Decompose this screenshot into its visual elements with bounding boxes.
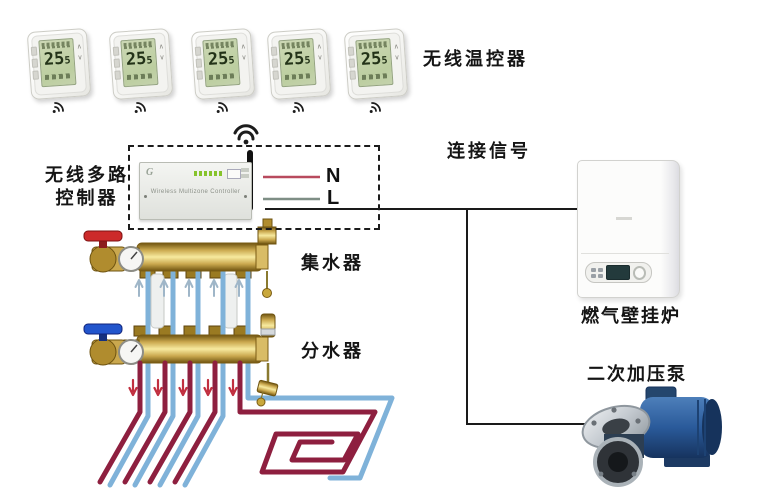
- boiler-buttons[interactable]: [591, 267, 603, 278]
- screw-icon: [244, 195, 247, 198]
- collector-manifold: [123, 242, 269, 272]
- down-button[interactable]: ∨: [241, 54, 247, 62]
- controller-label-chip: [241, 174, 249, 178]
- function-button[interactable]: [31, 58, 39, 68]
- lcd-status-icons: [205, 41, 235, 50]
- down-button[interactable]: ∨: [394, 54, 400, 62]
- gas-wall-boiler: [577, 160, 680, 298]
- down-button[interactable]: ∨: [317, 54, 323, 62]
- wireless-thermostat: 255 ∧ ∨: [266, 27, 332, 101]
- red-ball-valve: [83, 230, 127, 273]
- wireless-thermostat: 255 ∧ ∨: [108, 27, 174, 101]
- function-button[interactable]: [32, 70, 40, 80]
- label-wireless-controller: 无线多路 控制器: [45, 165, 129, 208]
- wireless-thermostat: 255 ∧ ∨: [343, 27, 409, 101]
- wifi-signal-icon: [292, 102, 304, 113]
- label-wire-n: N: [326, 165, 341, 187]
- label-boiler: 燃气壁挂炉: [581, 306, 681, 326]
- supply-pipes-coil: [97, 360, 378, 485]
- blue-ball-valve: [83, 323, 127, 366]
- up-button[interactable]: ∧: [158, 43, 165, 51]
- controller-logo: G: [146, 167, 154, 178]
- controller-label-chip: [241, 168, 249, 172]
- status-led-row: [194, 171, 224, 176]
- boiler-logo: [616, 217, 632, 220]
- drain-valve: [256, 313, 279, 407]
- boiler-display: [606, 265, 630, 280]
- thermostat-lcd: 255: [278, 37, 317, 88]
- label-connection-signal: 连接信号: [447, 141, 531, 161]
- controller-display-chip: [227, 169, 241, 179]
- label-wire-l: L: [327, 187, 340, 209]
- down-button[interactable]: ∨: [77, 54, 83, 62]
- thermostat-lcd: 255: [355, 37, 394, 88]
- function-button[interactable]: [270, 46, 278, 56]
- lcd-mode-icons: [126, 73, 155, 81]
- wireless-thermostat: 255 ∧ ∨: [190, 27, 256, 101]
- lcd-mode-icons: [284, 73, 313, 81]
- up-button[interactable]: ∧: [240, 43, 247, 51]
- air-vent-valve: [257, 218, 277, 298]
- function-button[interactable]: [349, 70, 357, 80]
- boiler-seam: [581, 253, 669, 254]
- wifi-signal-icon: [52, 102, 64, 113]
- flow-meter: [223, 273, 238, 329]
- lcd-mode-icons: [44, 73, 73, 81]
- function-button[interactable]: [113, 58, 121, 68]
- thermometer-gauge: [118, 339, 144, 365]
- up-button[interactable]: ∧: [76, 43, 83, 51]
- booster-pump: [581, 386, 722, 487]
- controller-zone-outline: [128, 145, 380, 230]
- wifi-signal-icon: [369, 102, 381, 113]
- boiler-control-panel: [585, 262, 652, 283]
- function-button[interactable]: [271, 58, 279, 68]
- label-collector: 集水器: [301, 253, 364, 273]
- function-button[interactable]: [196, 70, 204, 80]
- up-button[interactable]: ∧: [316, 43, 323, 51]
- thermometer-gauge: [118, 246, 144, 272]
- flow-down-arrows: [128, 378, 238, 397]
- function-button[interactable]: [30, 46, 38, 56]
- label-wireless-thermostat: 无线温控器: [423, 49, 528, 69]
- lcd-status-icons: [123, 41, 153, 50]
- distributor-manifold: [123, 334, 269, 364]
- function-button[interactable]: [347, 46, 355, 56]
- lcd-mode-icons: [208, 73, 237, 81]
- lcd-mode-icons: [361, 73, 390, 81]
- function-button[interactable]: [195, 58, 203, 68]
- thermostat-lcd: 255: [202, 37, 241, 88]
- lcd-status-icons: [41, 41, 71, 50]
- lcd-status-icons: [281, 41, 311, 50]
- thermostat-lcd: 255: [38, 37, 77, 88]
- wifi-icon: [233, 124, 259, 145]
- function-button[interactable]: [272, 70, 280, 80]
- lcd-status-icons: [358, 41, 388, 50]
- boiler-knob[interactable]: [632, 265, 646, 280]
- wifi-signal-icon: [134, 102, 146, 113]
- function-button[interactable]: [114, 70, 122, 80]
- controller-title: Wireless Multizone Controller: [150, 189, 241, 195]
- signal-wire-pump: [466, 209, 591, 425]
- function-button[interactable]: [112, 46, 120, 56]
- screw-icon: [144, 195, 147, 198]
- thermostat-lcd: 255: [120, 37, 159, 88]
- function-button[interactable]: [348, 58, 356, 68]
- function-button[interactable]: [194, 46, 202, 56]
- wifi-signal-icon: [216, 102, 228, 113]
- wireless-thermostat: 255 ∧ ∨: [26, 27, 92, 101]
- label-pump: 二次加压泵: [587, 364, 687, 384]
- down-button[interactable]: ∨: [159, 54, 165, 62]
- wireless-multizone-controller: G Wireless Multizone Controller: [139, 162, 252, 220]
- flow-up-arrows: [134, 279, 244, 297]
- label-distributor: 分水器: [301, 341, 364, 361]
- up-button[interactable]: ∧: [393, 43, 400, 51]
